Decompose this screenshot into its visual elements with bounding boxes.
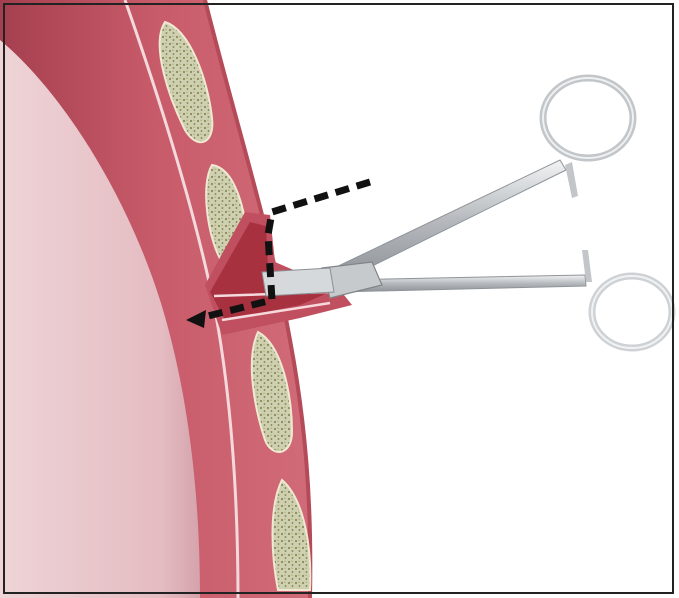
clamp-upper-ratchet (565, 162, 578, 198)
